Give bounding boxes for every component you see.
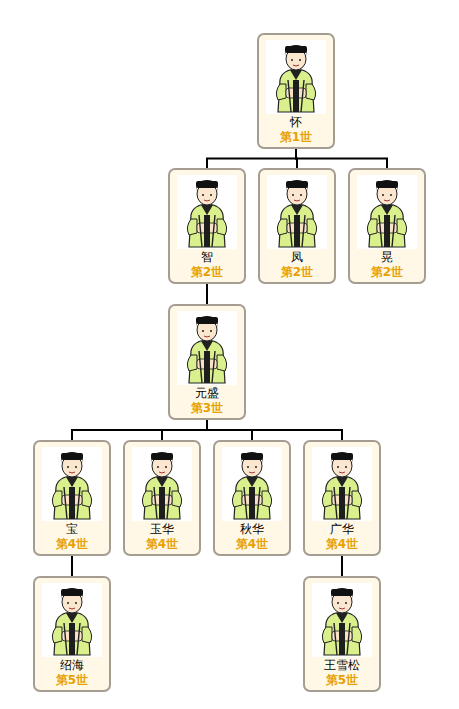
person-card: 凤第2世 [258,168,336,284]
person-name: 智 [170,250,244,265]
lineage-line [207,149,296,168]
card-text: 王雪松第5世 [305,658,379,688]
lineage-line [71,556,73,576]
card-text: 晃第2世 [350,250,424,280]
person-card: 玉华第4世 [123,440,201,556]
card-text: 怀第1世 [259,115,333,145]
person-figure [42,583,102,657]
generation-label: 第2世 [170,265,244,280]
person-name: 元盛 [170,386,244,401]
card-text: 玉华第4世 [125,522,199,552]
person-name: 秋华 [215,522,289,537]
person-card: 元盛第3世 [168,304,246,420]
person-figure [132,447,192,521]
generation-label: 第4世 [125,537,199,552]
person-name: 绍海 [35,658,109,673]
lineage-line [162,420,207,440]
lineage-line [207,420,342,440]
person-card: 宝第4世 [33,440,111,556]
lineage-line [72,420,207,440]
person-card: 秋华第4世 [213,440,291,556]
person-figure [42,447,102,521]
card-text: 广华第4世 [305,522,379,552]
person-figure [177,311,237,385]
person-card: 晃第2世 [348,168,426,284]
person-card: 王雪松第5世 [303,576,381,692]
generation-label: 第4世 [305,537,379,552]
card-text: 秋华第4世 [215,522,289,552]
generation-label: 第4世 [35,537,109,552]
card-text: 元盛第3世 [170,386,244,416]
person-figure [222,447,282,521]
person-name: 晃 [350,250,424,265]
generation-label: 第5世 [305,673,379,688]
generation-label: 第5世 [35,673,109,688]
lineage-line [206,284,208,304]
person-card: 智第2世 [168,168,246,284]
card-text: 智第2世 [170,250,244,280]
lineage-line [341,556,343,576]
card-text: 凤第2世 [260,250,334,280]
person-card: 怀第1世 [257,33,335,149]
person-name: 王雪松 [305,658,379,673]
generation-label: 第2世 [350,265,424,280]
person-figure [267,175,327,249]
generation-label: 第1世 [259,130,333,145]
card-text: 宝第4世 [35,522,109,552]
person-figure [357,175,417,249]
person-figure [312,583,372,657]
person-figure [177,175,237,249]
person-name: 玉华 [125,522,199,537]
generation-label: 第4世 [215,537,289,552]
person-name: 宝 [35,522,109,537]
lineage-line [296,149,387,168]
person-name: 怀 [259,115,333,130]
person-card: 广华第4世 [303,440,381,556]
person-card: 绍海第5世 [33,576,111,692]
generation-label: 第3世 [170,401,244,416]
person-name: 广华 [305,522,379,537]
card-text: 绍海第5世 [35,658,109,688]
person-figure [312,447,372,521]
generation-label: 第2世 [260,265,334,280]
person-name: 凤 [260,250,334,265]
person-figure [266,40,326,114]
